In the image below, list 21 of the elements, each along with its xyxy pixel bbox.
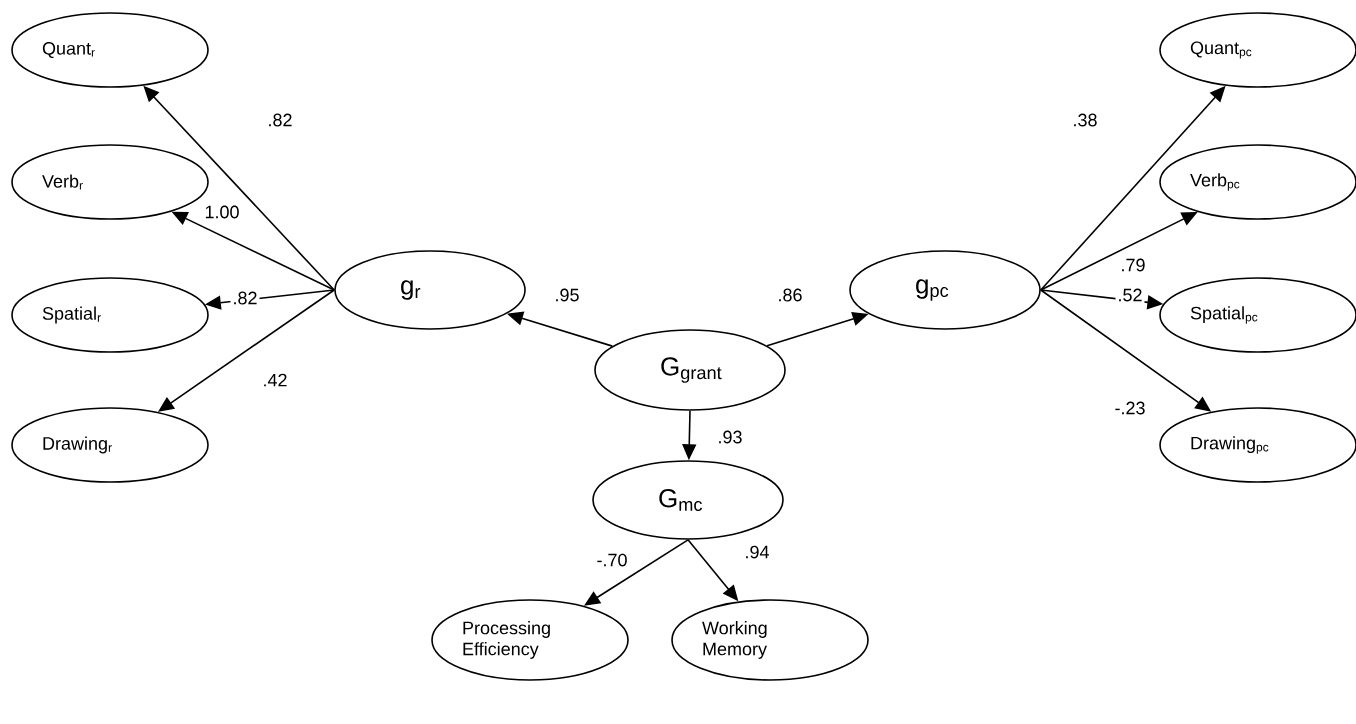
ellipse-node: Processing Efficiency [431,599,629,681]
edge-label: .95 [552,286,582,304]
ellipse-node: Working Memory [671,599,869,681]
edge-label: -.70 [594,551,630,569]
ellipse-node: Quant$_{r}$ [11,12,209,88]
ellipse-node: g$_{r}$ [334,250,526,330]
edge-label: .82 [265,111,295,129]
edge-label: .52 [1115,286,1145,304]
ellipse-node: G$_{grant}$ [594,329,786,411]
ellipse-node: g$_{pc}$ [849,250,1041,330]
ellipse-node: Drawing$_{r}$ [11,407,209,483]
edge-label: .94 [742,543,772,561]
edge-label: .38 [1070,111,1100,129]
edge-label: .86 [775,286,805,304]
ellipse-node: Spatial$_{r}$ [11,277,209,353]
edge-label: .79 [1118,256,1148,274]
edge-label: .93 [715,428,745,446]
ellipse-node: G$_{mc}$ [592,460,784,540]
edge-label: .82 [230,289,260,307]
edge-label: .42 [260,371,290,389]
edge-label: -.23 [1112,399,1148,417]
